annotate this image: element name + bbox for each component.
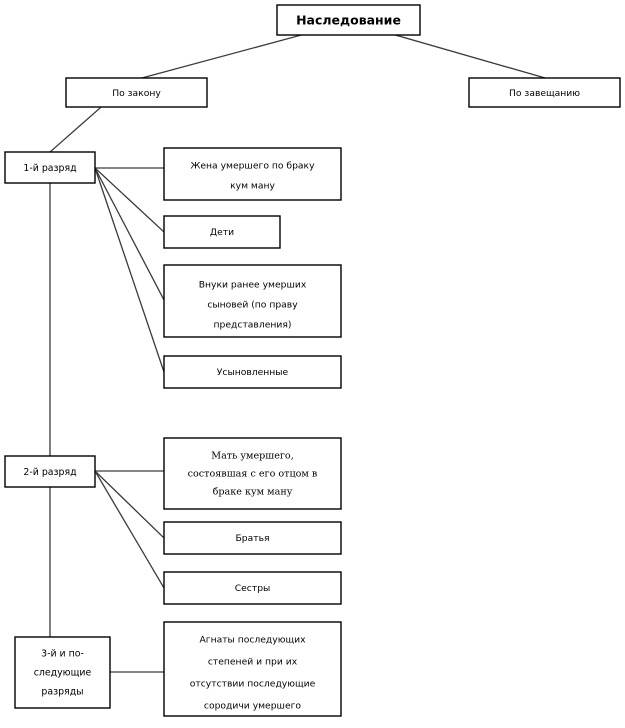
node-heir-mother-line-1: Мать умершего, bbox=[211, 451, 294, 462]
node-heir-agnates-line-1: Агнаты последующих bbox=[199, 635, 306, 646]
node-heir-grandsons-line-3: представления) bbox=[214, 320, 292, 331]
node-heir-agnates-line-3: отсутствии последующие bbox=[190, 679, 316, 690]
node-root[interactable]: Наследование bbox=[276, 4, 421, 36]
connector-group-rank1-fan bbox=[94, 167, 165, 373]
connector-group-law-spine bbox=[49, 107, 101, 638]
node-heir-wife[interactable]: Жена умершего по браку кум ману bbox=[163, 147, 342, 201]
connector-root-to-law bbox=[141, 33, 306, 79]
node-branch-will[interactable]: По завещанию bbox=[468, 77, 621, 108]
node-heir-sisters-label: Сестры bbox=[235, 583, 271, 594]
connector-root-to-will bbox=[391, 33, 546, 79]
node-branch-law[interactable]: По закону bbox=[65, 77, 208, 108]
node-heir-agnates[interactable]: Агнаты последующих степеней и при их отс… bbox=[163, 621, 342, 717]
node-rank-1[interactable]: 1-й разряд bbox=[4, 151, 96, 184]
node-heir-grandsons-line-2: сыновей (по праву bbox=[207, 300, 298, 311]
connector-law-to-rank1 bbox=[49, 107, 101, 153]
node-heir-agnates-line-4: сородичи умершего bbox=[204, 701, 302, 712]
node-heir-mother-box[interactable] bbox=[163, 437, 342, 510]
node-heir-adopted-box[interactable] bbox=[163, 355, 342, 389]
node-heir-mother-line-3: браке кум ману bbox=[213, 487, 293, 498]
node-heir-brothers-box[interactable] bbox=[163, 521, 342, 555]
node-rank-3-line-2: следующие bbox=[34, 668, 92, 679]
connector-group-rank2-fan bbox=[94, 470, 165, 589]
node-rank-3[interactable]: 3-й и по- следующие разряды bbox=[14, 636, 111, 709]
node-heir-grandsons-box[interactable] bbox=[163, 264, 342, 338]
node-heir-mother-line-2: состоявшая с его отцом в bbox=[188, 469, 318, 480]
node-heir-adopted[interactable]: Усыновленные bbox=[163, 355, 342, 389]
node-heir-grandsons[interactable]: Внуки ранее умерших сыновей (по праву пр… bbox=[163, 264, 342, 338]
node-heir-agnates-line-2: степеней и при их bbox=[208, 657, 298, 668]
node-heir-children-box[interactable] bbox=[163, 215, 281, 249]
node-branch-will-box[interactable] bbox=[468, 77, 621, 108]
connector-rank1-to-children bbox=[94, 167, 165, 233]
connector-rank1-to-grandsons bbox=[94, 167, 165, 301]
node-rank-3-line-3: разряды bbox=[41, 687, 83, 698]
node-rank-2-label: 2-й разряд bbox=[23, 467, 76, 478]
node-root-label: Наследование bbox=[296, 13, 401, 28]
connector-rank1-to-adopted bbox=[94, 167, 165, 373]
node-rank-2-box[interactable] bbox=[4, 455, 96, 488]
node-heir-grandsons-line-1: Внуки ранее умерших bbox=[199, 280, 307, 291]
node-heir-sisters-box[interactable] bbox=[163, 571, 342, 605]
node-branch-will-label: По завещанию bbox=[509, 88, 580, 99]
node-heir-agnates-box[interactable] bbox=[163, 621, 342, 717]
node-rank-3-line-1: 3-й и по- bbox=[41, 649, 84, 660]
connector-rank2-to-brothers bbox=[94, 470, 165, 539]
node-heir-wife-box[interactable] bbox=[163, 147, 342, 201]
node-heir-brothers[interactable]: Братья bbox=[163, 521, 342, 555]
node-rank-2[interactable]: 2-й разряд bbox=[4, 455, 96, 488]
node-rank-1-label: 1-й разряд bbox=[23, 163, 76, 174]
node-heir-wife-line-2: кум ману bbox=[230, 181, 275, 192]
node-rank-1-box[interactable] bbox=[4, 151, 96, 184]
node-heir-children-label: Дети bbox=[210, 227, 234, 238]
connector-group-root bbox=[141, 33, 546, 79]
node-rank-3-box[interactable] bbox=[14, 636, 111, 709]
node-heir-wife-line-1: Жена умершего по браку bbox=[190, 161, 315, 172]
node-branch-law-box[interactable] bbox=[65, 77, 208, 108]
node-root-box[interactable] bbox=[276, 4, 421, 36]
node-heir-sisters[interactable]: Сестры bbox=[163, 571, 342, 605]
node-heir-adopted-label: Усыновленные bbox=[217, 367, 289, 378]
node-heir-children[interactable]: Дети bbox=[163, 215, 281, 249]
node-heir-mother[interactable]: Мать умершего, состоявшая с его отцом в … bbox=[163, 437, 342, 510]
connector-rank2-to-sisters bbox=[94, 470, 165, 589]
node-heir-brothers-label: Братья bbox=[235, 533, 269, 544]
node-branch-law-label: По закону bbox=[112, 88, 161, 99]
